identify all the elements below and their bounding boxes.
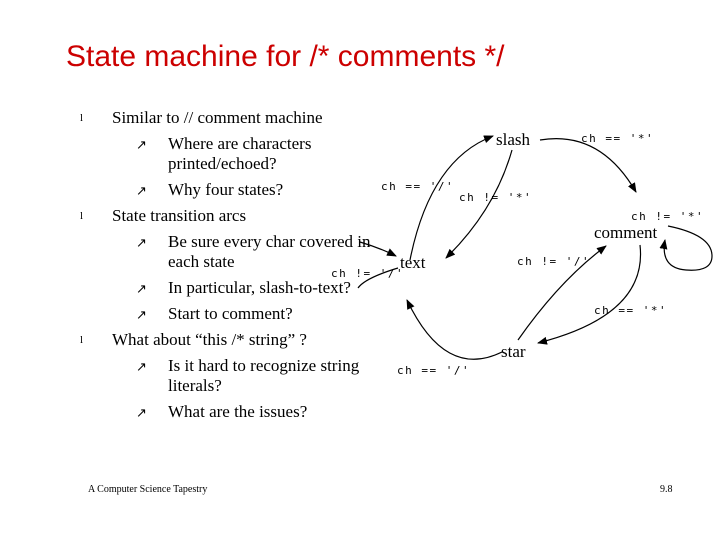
label-slash-to-comment: ch == '*' [581, 132, 654, 145]
state-text: text [400, 253, 426, 272]
arrow-icon: ↗ [136, 184, 147, 199]
sub-bullet-text: Start to comment? [168, 304, 293, 323]
bullet-text: What about “this /* string” ? [112, 330, 307, 349]
sub-bullet-text: What are the issues? [168, 402, 308, 421]
arc-star-to-comment [517, 245, 607, 341]
label-text-to-slash: ch == '/' [381, 180, 454, 193]
sub-bullet-text: Is it hard to recognize string literals? [168, 356, 360, 395]
arc-slash-to-comment [539, 138, 637, 193]
bullet-marker: l [80, 334, 84, 346]
sub-bullet-text: In particular, slash-to-text? [168, 278, 351, 297]
label-star-to-comment: ch != '/' [517, 255, 590, 268]
arc-slash-to-text [445, 149, 513, 259]
label-star-to-text: ch == '/' [397, 364, 470, 377]
page-number: 9.8 [660, 484, 673, 495]
arc-text-to-slash [409, 135, 494, 261]
bullet-text: State transition arcs [112, 206, 247, 225]
arrow-icon: ↗ [136, 138, 147, 153]
sub-bullet-text: Why four states? [168, 180, 284, 199]
arc-text-loop-in [359, 241, 397, 257]
arc-star-to-text [406, 299, 503, 360]
label-slash-to-text: ch != '*' [459, 191, 532, 204]
arrow-icon: ↗ [136, 308, 147, 323]
bullet-text: Similar to // comment machine [112, 108, 323, 127]
state-comment: comment [594, 223, 658, 242]
state-star: star [501, 342, 526, 361]
arrow-icon: ↗ [136, 406, 147, 421]
label-comment-to-star: ch == '*' [594, 304, 667, 317]
arc-text-loop-out [357, 267, 399, 289]
label-text-loop: ch != '/' [331, 267, 404, 280]
sub-bullet-text: Where are characters printed/echoed? [168, 134, 312, 173]
bullet-marker: l [80, 210, 84, 222]
arc-comment-loop [659, 225, 713, 271]
arrow-icon: ↗ [136, 236, 147, 251]
arc-comment-to-star [537, 244, 642, 345]
bullet-marker: l [80, 112, 84, 124]
state-slash: slash [496, 130, 531, 149]
label-comment-loop: ch != '*' [631, 210, 704, 223]
arrow-icon: ↗ [136, 282, 147, 297]
slide-title: State machine for /* comments */ [66, 40, 505, 73]
sub-bullet-text: Be sure every char covered in each state [168, 232, 371, 271]
footer-text: A Computer Science Tapestry [88, 484, 208, 495]
arrow-icon: ↗ [136, 360, 147, 375]
